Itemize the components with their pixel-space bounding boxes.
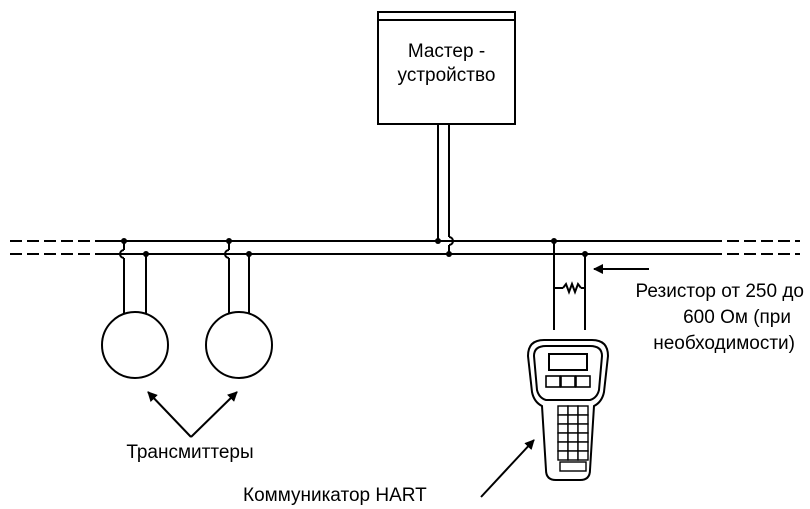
transmitter-1 — [101, 241, 169, 379]
keypad-key — [557, 423, 569, 434]
keypad-key — [557, 414, 569, 425]
keypad-key — [567, 423, 579, 434]
junction-dots — [121, 238, 588, 257]
bus-lines — [10, 240, 800, 255]
communicator-leads — [553, 241, 586, 330]
master-device-leads — [437, 124, 454, 254]
transmitters-label: Трансмиттеры — [126, 442, 254, 463]
junction-dot — [446, 251, 452, 257]
communicator-keypad — [557, 405, 589, 472]
transmitter-1-crossover — [119, 249, 125, 259]
master-device-box — [377, 11, 516, 125]
arrows — [147, 264, 649, 498]
keypad-key — [567, 432, 579, 443]
communicator-key — [545, 375, 561, 388]
transmitter-2-crossover — [224, 249, 230, 259]
communicator-face-outline — [532, 345, 604, 401]
junction-dot — [246, 251, 252, 257]
arrow-to-transmitter-1 — [147, 391, 192, 438]
resistor-icon — [562, 281, 582, 295]
master-lead-crossover — [448, 236, 454, 246]
keypad-key — [577, 405, 589, 416]
master-device — [377, 11, 516, 125]
junction-dot — [226, 238, 232, 244]
keypad-key — [577, 423, 589, 434]
communicator-label: Коммуникатор HART — [243, 485, 427, 506]
resistor-label-line1: Резистор от 250 до — [635, 281, 804, 302]
keypad-key — [557, 441, 569, 452]
arrow-to-communicator — [480, 439, 535, 498]
keypad-key — [567, 450, 579, 461]
communicator-display — [548, 353, 588, 371]
master-device-label-line1: Мастер - — [407, 41, 486, 62]
junction-dot — [121, 238, 127, 244]
transmitter-2 — [205, 241, 273, 379]
keypad-bottom-key — [559, 461, 587, 472]
keypad-key — [577, 432, 589, 443]
keypad-key — [557, 450, 569, 461]
resistor-label-line3: необходимости) — [653, 333, 795, 354]
keypad-key — [567, 405, 579, 416]
keypad-key — [567, 414, 579, 425]
junction-dot — [143, 251, 149, 257]
keypad-key — [557, 405, 569, 416]
communicator-key — [575, 375, 591, 388]
hart-communicator — [526, 339, 610, 481]
communicator-key — [560, 375, 576, 388]
arrow-to-transmitter-2 — [190, 391, 238, 438]
master-device-label-line2: устройство — [397, 65, 496, 86]
communicator-function-keys — [545, 375, 591, 388]
keypad-key — [577, 414, 589, 425]
keypad-key — [557, 432, 569, 443]
keypad-key — [577, 450, 589, 461]
keypad-key — [577, 441, 589, 452]
keypad-key — [567, 441, 579, 452]
junction-dot — [551, 238, 557, 244]
junction-dot — [435, 238, 441, 244]
transmitter-2-circle — [205, 311, 273, 379]
junction-dot — [582, 251, 588, 257]
resistor-label-line2: 600 Ом (при — [683, 307, 791, 328]
transmitter-1-circle — [101, 311, 169, 379]
